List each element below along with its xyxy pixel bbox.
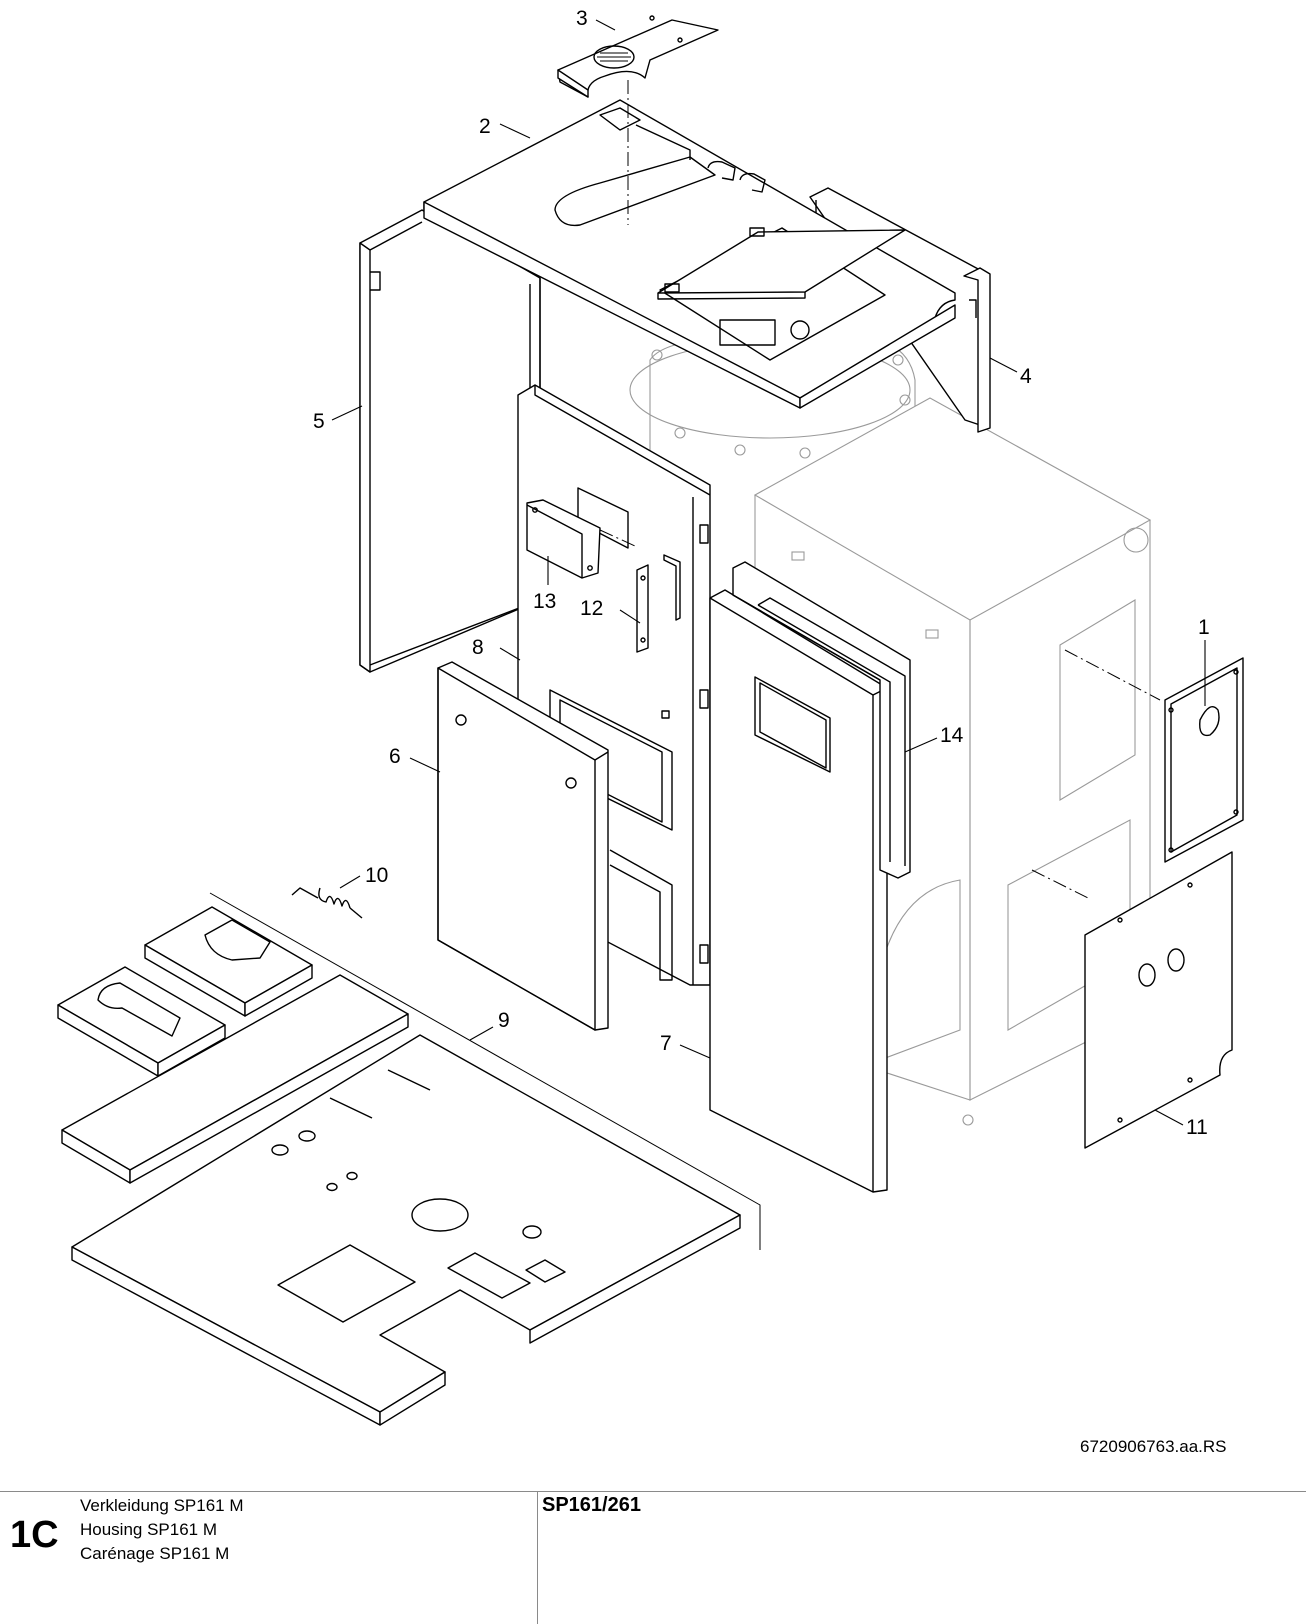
title-french: Carénage SP161 M xyxy=(80,1544,230,1563)
callout-labels: 1 2 3 4 5 6 7 8 9 10 11 12 13 14 xyxy=(313,7,1210,1139)
exploded-housing-diagram: 1 2 3 4 5 6 7 8 9 10 11 12 13 14 xyxy=(57,7,1244,1426)
part-12-narrow-strip xyxy=(636,554,681,653)
callout-11: 11 xyxy=(1186,1116,1208,1139)
callout-13: 13 xyxy=(533,590,556,613)
callout-14: 14 xyxy=(940,724,964,747)
callout-2: 2 xyxy=(479,115,491,138)
title-english: Housing SP161 M xyxy=(80,1520,218,1539)
callout-7: 7 xyxy=(660,1032,672,1055)
footer-titles: Verkleidung SP161 M Housing SP161 M Caré… xyxy=(80,1494,244,1566)
footer-divider xyxy=(537,1491,538,1624)
drawing-number: 6720906763.aa.RS xyxy=(1080,1437,1227,1456)
callout-3: 3 xyxy=(576,7,588,30)
part-2-top-cover xyxy=(423,99,956,409)
callout-10: 10 xyxy=(365,864,388,887)
model-number: SP161/261 xyxy=(542,1494,641,1516)
part-14-frame xyxy=(732,561,911,879)
callout-leaders xyxy=(331,19,1206,1126)
part-3-top-plate xyxy=(557,15,719,98)
callout-8: 8 xyxy=(472,636,484,659)
callout-12: 12 xyxy=(580,597,603,620)
title-german: Verkleidung SP161 M xyxy=(80,1496,244,1515)
part-5-left-side-panel xyxy=(359,209,541,673)
part-11-lower-side-cover xyxy=(1084,851,1233,1149)
callout-9: 9 xyxy=(498,1009,510,1032)
part-1-side-cover xyxy=(1164,657,1244,863)
part-10-spring xyxy=(291,887,363,919)
part-7-front-door xyxy=(709,589,888,1193)
callout-1: 1 xyxy=(1198,616,1210,639)
part-13-small-plate xyxy=(526,499,601,579)
callout-4: 4 xyxy=(1020,365,1032,388)
section-code: 1C xyxy=(10,1514,59,1556)
callout-5: 5 xyxy=(313,410,325,433)
callout-6: 6 xyxy=(389,745,401,768)
part-9-base-insulation xyxy=(57,892,761,1426)
part-6-lower-door xyxy=(437,661,609,1031)
top-cover-lid xyxy=(657,227,906,346)
footer-rule xyxy=(0,1491,1306,1492)
